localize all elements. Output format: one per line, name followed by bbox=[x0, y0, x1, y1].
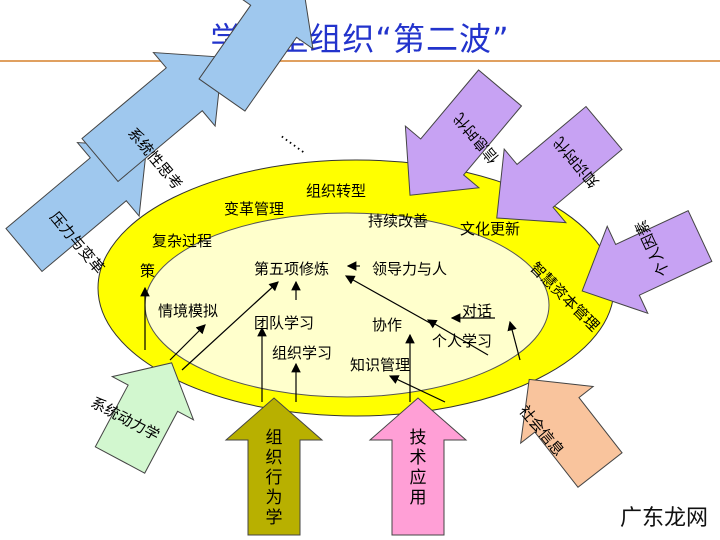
inner-team-learning: 团队学习 bbox=[254, 314, 315, 332]
inner-knowledge-mgmt: 知识管理 bbox=[350, 356, 411, 374]
inner-dialogue: 对话 bbox=[462, 302, 493, 320]
arrow-tech-application bbox=[368, 397, 468, 536]
arrow-org-behavior bbox=[224, 397, 324, 536]
arrow-ellipsis bbox=[198, 0, 314, 112]
inner-leadership-people: 领导力与人 bbox=[372, 260, 448, 278]
inner-org-learning: 组织学习 bbox=[272, 344, 333, 362]
label-tech-application: 技术应用 bbox=[409, 428, 427, 508]
arrow-knowledge-era bbox=[496, 105, 623, 224]
connector-lines bbox=[140, 261, 521, 403]
arrow-society-info bbox=[519, 378, 623, 488]
arrow-information-tech bbox=[404, 69, 523, 196]
inner-fifth-discipline: 第五项修炼 bbox=[254, 260, 330, 278]
outer-culture-renewal: 文化更新 bbox=[460, 220, 521, 238]
outer-strategy: 策 bbox=[140, 262, 156, 280]
inner-scenario-simulation: 情境模拟 bbox=[158, 302, 219, 320]
inner-individual-learning: 个人学习 bbox=[432, 332, 493, 350]
outer-continuous-improvement: 持续改善 bbox=[368, 212, 429, 230]
inner-collaboration: 协作 bbox=[372, 316, 403, 334]
arrow-pressure-change bbox=[5, 141, 148, 273]
arrow-individual-factor bbox=[581, 209, 713, 315]
outer-change-mgmt: 变革管理 bbox=[224, 200, 285, 218]
watermark-text: 广东龙网 bbox=[619, 506, 708, 531]
outer-org-transformation: 组织转型 bbox=[306, 182, 367, 200]
title-divider bbox=[0, 60, 720, 62]
label-org-behavior: 组织行为学 bbox=[265, 428, 283, 528]
arrow-system-dynamics bbox=[94, 362, 195, 474]
outer-complex-process: 复杂过程 bbox=[152, 232, 213, 250]
